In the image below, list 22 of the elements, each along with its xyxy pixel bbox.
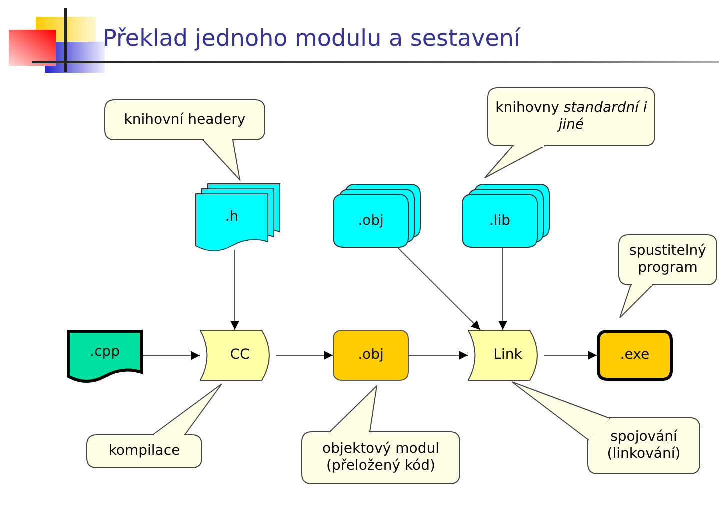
node-label: .cpp <box>90 344 120 360</box>
arrow <box>142 351 200 360</box>
node-label: .obj <box>358 212 384 230</box>
callout-text: kompilace <box>108 443 180 460</box>
callout-text: knihovní headery <box>124 112 246 128</box>
arrow <box>544 351 598 360</box>
arrow <box>498 248 508 330</box>
node-label: .exe <box>620 347 650 364</box>
node-label: Link <box>494 347 522 364</box>
node-label: CC <box>230 347 250 364</box>
node-label: .lib <box>489 212 511 230</box>
arrow <box>230 250 240 330</box>
node-label: .obj <box>358 347 384 364</box>
slide-title: Překlad jednoho modulu a sestavení <box>103 26 520 52</box>
callout-text: spustitelný program <box>628 243 708 277</box>
callout-text: objektový modul (přeložený kód) <box>322 441 440 475</box>
arrow <box>398 248 481 330</box>
arrow <box>276 351 334 360</box>
node-label: .h <box>225 208 239 226</box>
callout-text: spojování (linkování) <box>606 429 682 463</box>
arrow <box>408 351 468 360</box>
callout-text: knihovny standardní i jiné <box>494 100 648 134</box>
